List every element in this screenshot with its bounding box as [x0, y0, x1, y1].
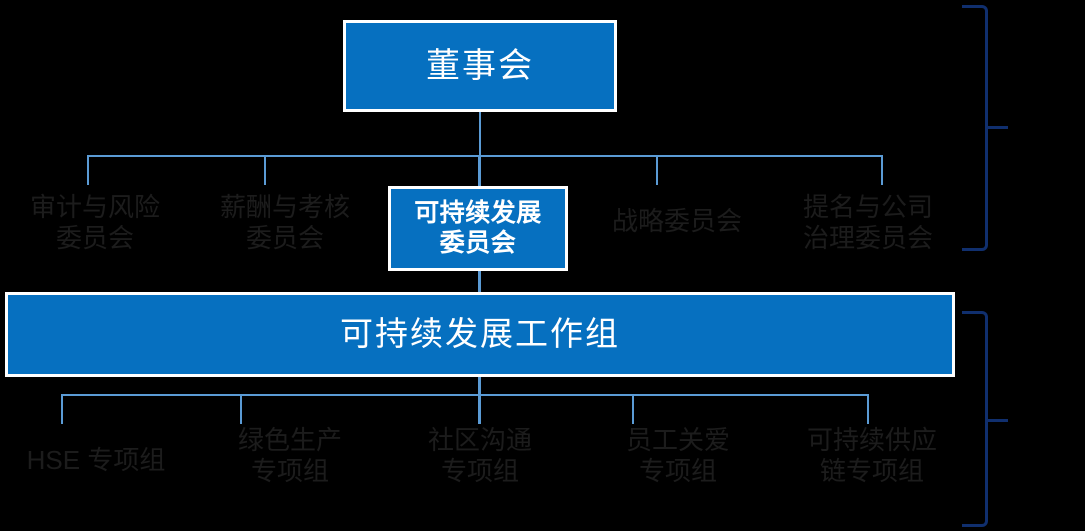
team-label-employee-care[interactable]: 员工关爱 专项组 — [625, 425, 730, 487]
connector-drop-team-5 — [867, 394, 869, 424]
connector-drop-team-3 — [478, 394, 481, 424]
connector-committee-bus — [87, 155, 883, 157]
board-of-directors-box[interactable]: 董事会 — [343, 20, 617, 112]
connector-drop-team-4 — [632, 394, 634, 424]
workgroup-level-bracket — [962, 311, 988, 527]
connector-workgroup-down — [478, 377, 481, 395]
team-label-sustainable-supply-chain[interactable]: 可持续供应 链专项组 — [806, 425, 937, 487]
connector-committee-to-workgroup — [478, 271, 481, 293]
connector-drop-committee-2 — [264, 155, 266, 185]
connector-drop-team-1 — [61, 394, 63, 424]
team-label-green-production[interactable]: 绿色生产 专项组 — [237, 425, 342, 487]
committee-label-nomination-governance[interactable]: 提名与公司 治理委员会 — [802, 192, 933, 254]
connector-drop-committee-5 — [881, 155, 883, 185]
committee-box-sustainable-development[interactable]: 可持续发展 委员会 — [388, 186, 568, 271]
connector-board-down — [479, 112, 481, 156]
board-level-bracket-tick — [988, 126, 1008, 129]
connector-drop-committee-4 — [656, 155, 658, 185]
team-label-community-communication[interactable]: 社区沟通 专项组 — [427, 425, 532, 487]
committee-label-compensation-assessment[interactable]: 薪酬与考核 委员会 — [219, 192, 350, 254]
workgroup-level-bracket-tick — [988, 419, 1008, 422]
sustainable-development-workgroup-box[interactable]: 可持续发展工作组 — [5, 292, 955, 377]
connector-drop-committee-3 — [478, 155, 481, 187]
connector-drop-committee-1 — [87, 155, 89, 185]
committee-label-audit-risk[interactable]: 审计与风险 委员会 — [29, 192, 160, 254]
committee-label-strategy[interactable]: 战略委员会 — [611, 206, 742, 236]
board-level-bracket — [962, 5, 988, 251]
connector-team-bus — [61, 394, 869, 396]
connector-drop-team-2 — [240, 394, 242, 424]
team-label-hse[interactable]: HSE 专项组 — [26, 445, 166, 475]
